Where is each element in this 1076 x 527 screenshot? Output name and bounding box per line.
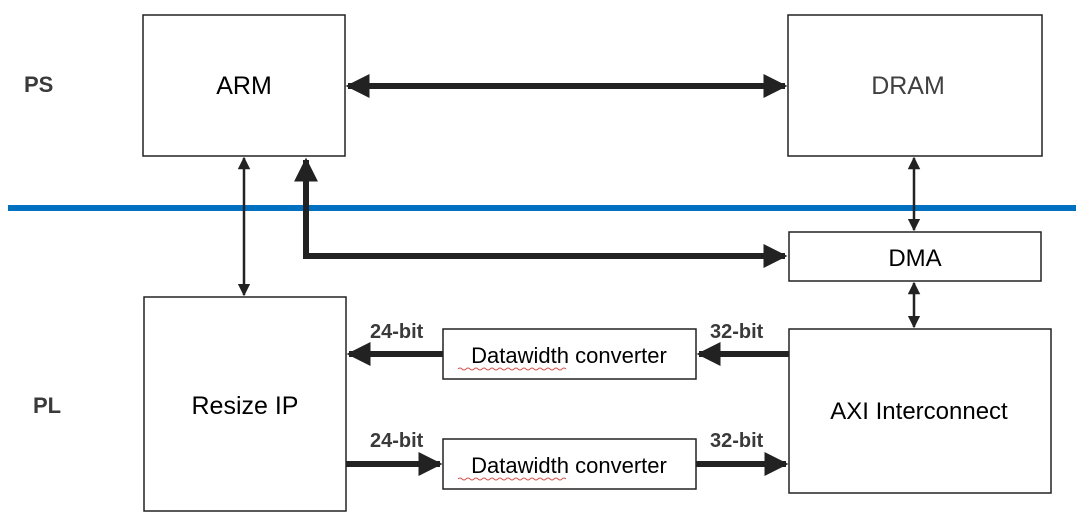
datawidth-converter-top-block: Datawidth converter <box>442 328 697 380</box>
dma-block-label: DMA <box>888 245 941 272</box>
axi-interconnect-block: AXI Interconnect <box>788 328 1052 494</box>
spellcheck-underline-top <box>457 367 567 371</box>
resize-ip-block: Resize IP <box>143 296 347 512</box>
ps-region-label: PS <box>24 72 53 97</box>
resize-ip-block-label: Resize IP <box>192 392 299 420</box>
dma-block: DMA <box>788 231 1042 282</box>
spellcheck-underline-bottom <box>457 477 567 481</box>
bit-label-bottom-right: 32-bit <box>710 430 764 452</box>
dram-block-label: DRAM <box>871 72 945 100</box>
datawidth-converter-bottom-label: Datawidth converter <box>471 453 667 478</box>
datawidth-converter-top-label: Datawidth converter <box>471 343 667 368</box>
dma-arm-elbow-arrow <box>294 157 788 268</box>
arm-block: ARM <box>142 14 346 157</box>
pl-region-label: PL <box>33 393 61 418</box>
axi-interconnect-block-label: AXI Interconnect <box>830 398 1008 425</box>
bit-label-bottom-left: 24-bit <box>370 430 424 452</box>
dram-block: DRAM <box>787 14 1043 157</box>
arm-block-label: ARM <box>216 72 272 100</box>
bit-label-top-right: 32-bit <box>710 321 764 343</box>
bit-label-top-left: 24-bit <box>370 321 424 343</box>
datawidth-converter-bottom-block: Datawidth converter <box>442 438 697 490</box>
